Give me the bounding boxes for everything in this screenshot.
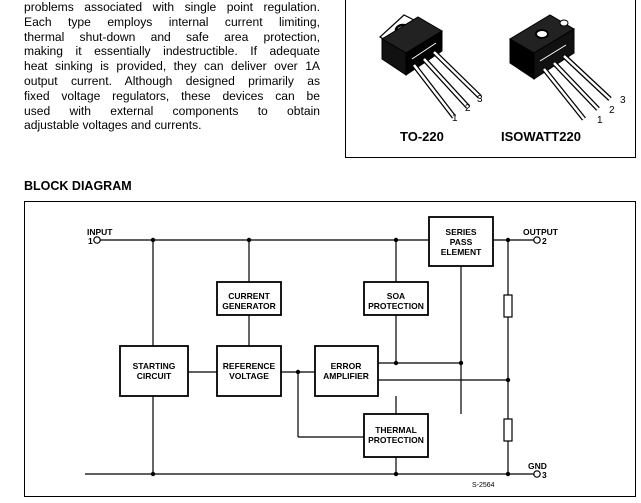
isowatt-pin-3: 3	[620, 95, 626, 106]
gnd-pin-number: 3	[542, 470, 547, 480]
description-line: Each type employs internal current limit…	[24, 14, 320, 29]
current-generator-label: GENERATOR	[222, 301, 276, 311]
description-line: problems associated with single point re…	[24, 0, 320, 14]
reference-voltage-block	[216, 345, 282, 397]
to220-package-drawing	[378, 14, 482, 119]
error-amplifier-label: ERROR	[331, 361, 362, 371]
description-paragraph: problems associated with single point re…	[24, 0, 320, 133]
soa-protection-label: SOA	[387, 291, 405, 301]
to220-pin-3: 3	[477, 94, 483, 105]
starting-circuit-label: STARTING	[133, 361, 176, 371]
series-pass-label: ELEMENT	[441, 247, 482, 257]
thermal-protection-label: PROTECTION	[368, 435, 424, 445]
error-amplifier-block	[314, 345, 379, 397]
package-drawings: 1 2 3 1 2 3	[378, 14, 626, 126]
gnd-label: GND	[528, 461, 547, 471]
series-pass-element-block	[428, 216, 494, 267]
current-generator-label: CURRENT	[228, 291, 270, 301]
reference-voltage-label: VOLTAGE	[229, 371, 269, 381]
to220-label: TO-220	[400, 129, 444, 144]
isowatt-pin-1: 1	[597, 115, 603, 126]
output-pin-number: 2	[542, 236, 547, 246]
block-diagram: SERIES PASS ELEMENT CURRENT GENERATOR SO…	[24, 201, 636, 497]
isowatt220-label: ISOWATT220	[501, 129, 581, 144]
package-illustration-box: 1 2 3 1 2 3 TO-220 ISOWATT220	[345, 0, 636, 158]
soa-protection-block	[363, 281, 429, 316]
description-line: output current. Although designed primar…	[24, 73, 320, 88]
description-line: thermal shut-down and safe area protecti…	[24, 29, 320, 44]
starting-circuit-label: CIRCUIT	[137, 371, 172, 381]
to220-pin-2: 2	[465, 103, 471, 114]
description-line: adjustable voltages and currents.	[24, 118, 202, 133]
isowatt-pin-2: 2	[609, 105, 615, 116]
block-diagram-svg: SERIES PASS ELEMENT CURRENT GENERATOR SO…	[85, 216, 559, 489]
reference-voltage-label: REFERENCE	[223, 361, 276, 371]
input-label: INPUT	[87, 227, 113, 237]
series-pass-label: PASS	[450, 237, 473, 247]
series-pass-label: SERIES	[445, 227, 477, 237]
thermal-protection-block	[363, 413, 429, 458]
current-generator-block	[216, 281, 282, 316]
error-amplifier-label: AMPLIFIER	[323, 371, 369, 381]
description-line: fixed voltage regulators, these devices …	[24, 88, 320, 103]
output-label: OUTPUT	[523, 227, 559, 237]
diagram-code: S-2564	[472, 482, 495, 489]
to220-pin-1: 1	[452, 113, 458, 124]
starting-circuit-block	[119, 345, 189, 397]
description-line: used with external components to obtain	[24, 103, 320, 118]
description-line: heat sinking is provided, they can deliv…	[24, 59, 320, 74]
input-pin-number: 1	[88, 236, 93, 246]
description-line: making it essentially indestructible. If…	[24, 44, 320, 59]
thermal-protection-label: THERMAL	[375, 425, 417, 435]
block-diagram-title: BLOCK DIAGRAM	[24, 179, 132, 193]
soa-protection-label: PROTECTION	[368, 301, 424, 311]
isowatt220-package-drawing	[509, 14, 612, 121]
